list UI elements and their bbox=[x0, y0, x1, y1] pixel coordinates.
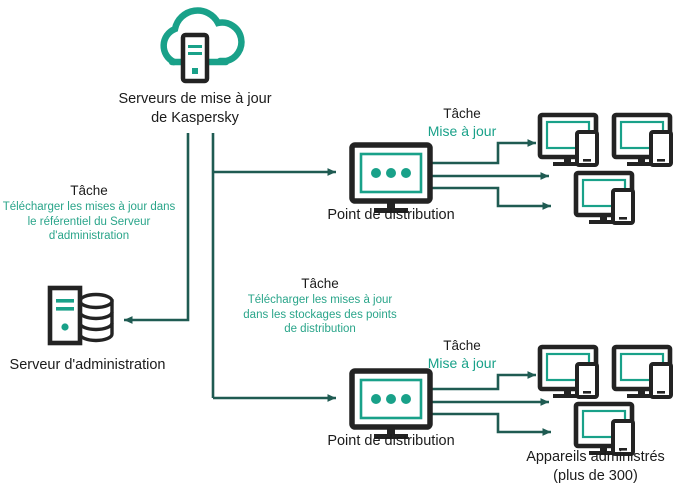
task-update-bottom-heading: Tâche bbox=[443, 338, 481, 353]
task-update-top-heading: Tâche bbox=[443, 106, 481, 121]
cloud-update-servers-label: Serveurs de mise à jour de Kaspersky bbox=[118, 91, 272, 126]
task-download-dp-storage-heading: Tâche bbox=[301, 276, 339, 291]
distribution-point-bottom-label: Point de distribution bbox=[327, 433, 455, 449]
monitor-phone-icon bbox=[611, 344, 673, 399]
monitor-phone-icon bbox=[573, 170, 635, 225]
line-dp-bottom-to-device-3 bbox=[432, 412, 551, 436]
task-download-dp-storage-body: Télécharger les mises à jour dans les st… bbox=[243, 294, 397, 336]
line-dp-top-to-device-3 bbox=[432, 186, 551, 210]
monitor-phone-icon bbox=[537, 112, 599, 167]
task-update-top-body: Mise à jour bbox=[427, 123, 497, 139]
task-download-admin-repo-body: Télécharger les mises à jour dans le réf… bbox=[2, 201, 176, 243]
task-download-admin-repo-heading: Tâche bbox=[70, 183, 108, 198]
monitor-phone-icon bbox=[537, 344, 599, 399]
monitor-phone-icon bbox=[573, 401, 635, 456]
line-dp-top-to-device-1 bbox=[432, 139, 536, 165]
task-update-bottom-body: Mise à jour bbox=[427, 355, 497, 371]
line-dp-bottom-to-device-1 bbox=[432, 371, 536, 391]
line-cloud-to-admin-server bbox=[124, 133, 190, 324]
administration-server-label: Serveur d'administration bbox=[9, 357, 166, 373]
distribution-point-top-label: Point de distribution bbox=[327, 207, 455, 223]
monitor-phone-icon bbox=[611, 112, 673, 167]
managed-devices-label: Appareils administrés (plus de 300) bbox=[526, 449, 665, 484]
